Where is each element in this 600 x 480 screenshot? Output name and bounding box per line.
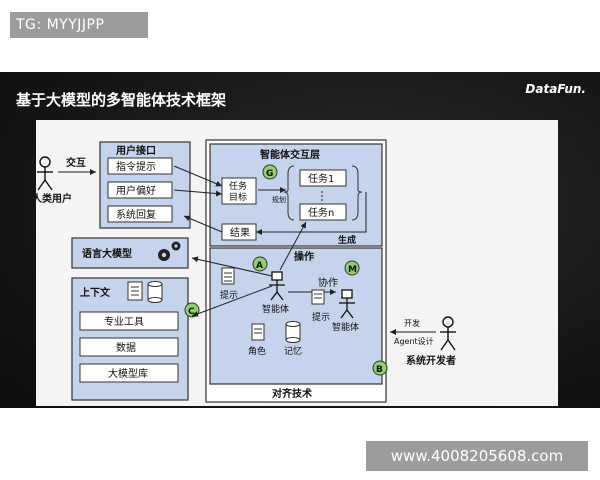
ui-item-reply-box <box>107 205 173 223</box>
badge-b <box>372 360 388 376</box>
instruction-to-task-arrow <box>173 165 223 187</box>
prompt-mid-label: 提示 <box>312 312 330 323</box>
plan-label: 规划 <box>272 195 286 204</box>
taskn-label: 任务n <box>308 206 334 219</box>
generate-label: 生成 <box>338 234 356 246</box>
watermark-top: TG: MYYJJPP <box>10 12 148 38</box>
agent-design-label: Agent设计 <box>394 336 434 346</box>
result-arrow <box>256 192 367 235</box>
task-brace-right <box>351 165 363 221</box>
role-doc-icon <box>251 323 265 341</box>
badge-a-label: A <box>256 261 263 271</box>
document-icon <box>127 281 143 301</box>
agent-right-label: 智能体 <box>332 321 359 333</box>
ui-item-reply: 系统回复 <box>116 208 156 221</box>
badge-b-label: B <box>376 365 383 375</box>
context-item-tools-box <box>79 311 179 331</box>
watermark-bottom: www.4008205608.com <box>366 441 588 471</box>
agent-center-label: 智能体 <box>262 303 289 315</box>
context-item-data-box <box>79 337 179 357</box>
human-user-label: 人类用户 <box>36 192 72 205</box>
interact-label: 交互 <box>66 156 86 169</box>
ui-item-preference: 用户偏好 <box>116 184 156 197</box>
badge-m-label: M <box>348 265 357 275</box>
prompt-doc-mid-icon <box>311 289 325 305</box>
context-item-data: 数据 <box>116 341 136 354</box>
slide: 基于大模型的多智能体技术框架 DataFun. 人类用户 交互 用户接口 <box>0 72 600 408</box>
badge-m <box>344 260 360 276</box>
slide-title: 基于大模型的多智能体技术框架 <box>16 91 227 109</box>
task1-box <box>299 169 347 187</box>
badge-g-label: G <box>266 169 273 179</box>
human-user-icon <box>37 156 53 191</box>
database-icon <box>147 281 163 303</box>
prompt-left-label: 提示 <box>220 290 238 301</box>
preference-to-task-arrow <box>173 189 223 197</box>
context-title: 上下文 <box>80 286 111 299</box>
developer-icon <box>440 316 456 351</box>
context-item-tools: 专业工具 <box>104 315 144 328</box>
task-brace-left <box>283 165 295 221</box>
task1-label: 任务1 <box>308 172 334 185</box>
develop-label: 开发 <box>404 318 420 328</box>
badge-c-label: C <box>188 307 195 317</box>
agent-right-icon <box>339 289 355 319</box>
llm-label: 语言大模型 <box>82 247 132 260</box>
task-goal-line2: 目标 <box>229 191 247 203</box>
ui-item-instruction-box <box>107 157 173 175</box>
operate-label: 操作 <box>294 250 314 263</box>
agent-to-context-arrow <box>191 285 273 317</box>
memory-label: 记忆 <box>284 345 302 357</box>
align-label: 对齐技术 <box>272 387 312 400</box>
cooperate-label: 协作 <box>318 276 338 289</box>
badge-a <box>252 256 268 272</box>
ui-item-preference-box <box>107 181 173 199</box>
badge-g <box>262 164 278 180</box>
context-item-model-lib-box <box>79 363 179 383</box>
developer-label: 系统开发者 <box>406 354 456 367</box>
framework-diagram-panel: 人类用户 交互 用户接口 指令提示 用户偏好 系统回复 语言大模型 上 <box>32 120 558 406</box>
memory-database-icon <box>285 321 301 343</box>
result-to-reply-arrow <box>183 215 223 233</box>
role-label: 角色 <box>248 345 266 357</box>
taskn-box <box>299 203 347 221</box>
prompt-doc-left-icon <box>221 267 235 285</box>
datafun-logo: DataFun. <box>525 82 586 96</box>
agent-to-llm-arrow <box>191 256 273 277</box>
ui-item-instruction: 指令提示 <box>116 160 156 173</box>
user-interface-title: 用户接口 <box>115 144 156 157</box>
task-goal-line1: 任务 <box>229 180 247 192</box>
task-goal-box <box>221 177 257 205</box>
agent-to-task-arrow <box>279 221 307 271</box>
gears-icon <box>158 241 181 261</box>
framework-diagram: 人类用户 交互 用户接口 指令提示 用户偏好 系统回复 语言大模型 上 <box>32 139 456 403</box>
result-label: 结果 <box>230 226 250 239</box>
context-item-model-lib: 大模型库 <box>108 367 148 380</box>
interaction-layer-title: 智能体交互层 <box>260 148 320 161</box>
